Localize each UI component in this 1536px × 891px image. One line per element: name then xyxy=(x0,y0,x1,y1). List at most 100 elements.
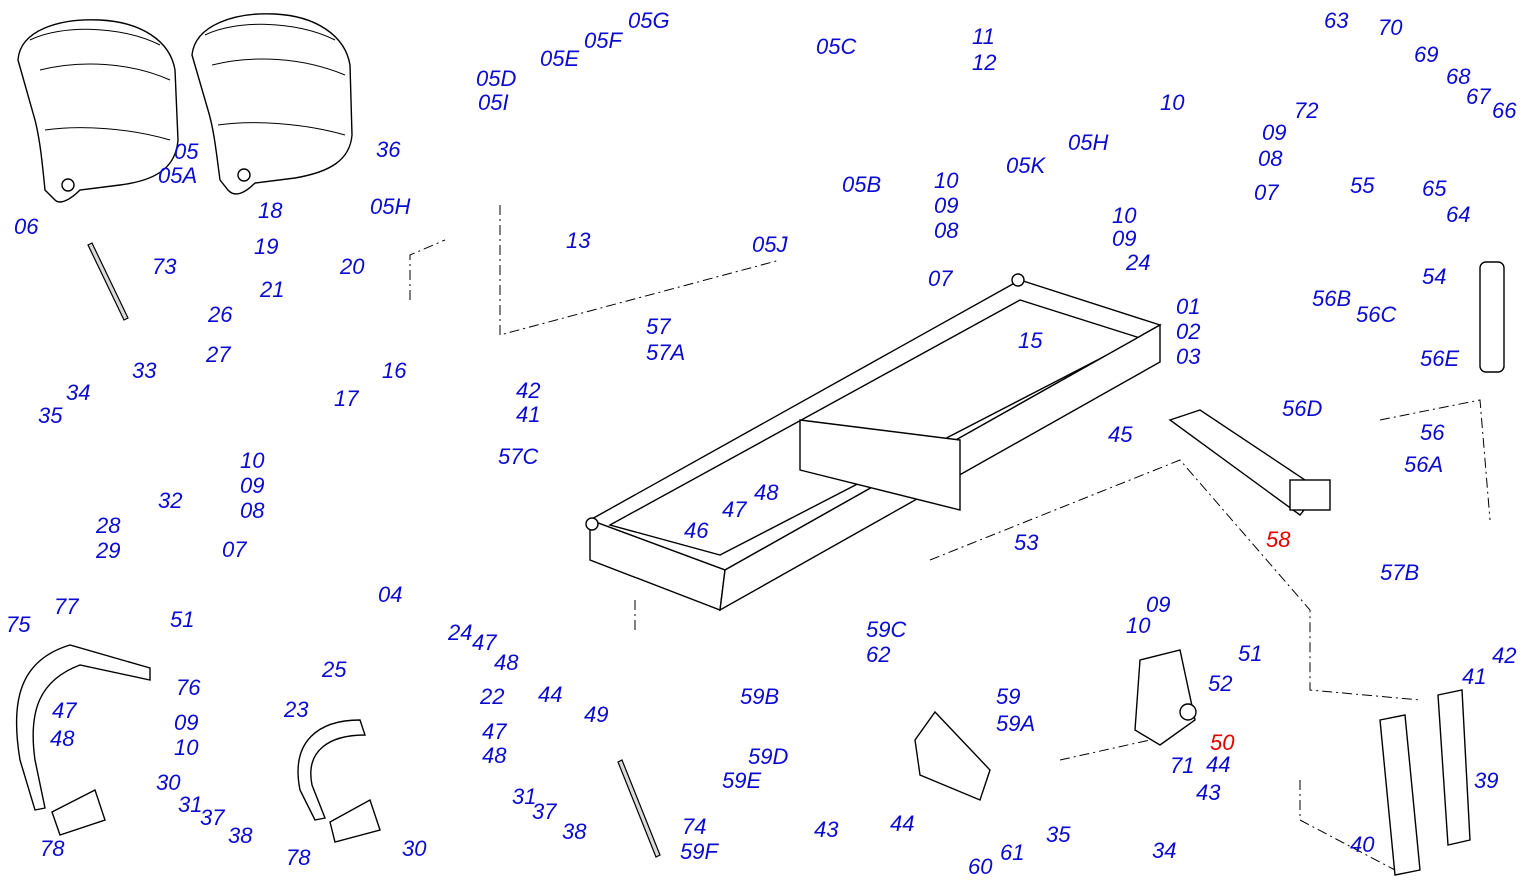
label-47-b: 47 xyxy=(52,698,77,723)
label-44-b: 44 xyxy=(890,811,915,836)
label-37-a: 37 xyxy=(200,805,225,830)
gearbox-50 xyxy=(1134,649,1197,746)
label-31-a: 31 xyxy=(178,792,203,817)
label-55: 55 xyxy=(1350,173,1375,198)
label-03: 03 xyxy=(1176,344,1201,369)
label-10-f: 10 xyxy=(174,735,199,760)
label-48-a: 48 xyxy=(754,480,779,505)
label-42-b: 42 xyxy=(1492,643,1517,668)
label-42-a: 42 xyxy=(516,378,541,403)
label-05H-left: 05H xyxy=(370,194,411,219)
label-54: 54 xyxy=(1422,264,1447,289)
label-60: 60 xyxy=(968,854,993,879)
label-09-b: 09 xyxy=(1262,120,1287,145)
label-52: 52 xyxy=(1208,671,1233,696)
label-10-e: 10 xyxy=(1126,613,1151,638)
label-26: 26 xyxy=(208,302,233,327)
label-51-b: 51 xyxy=(170,607,195,632)
label-05G: 05G xyxy=(628,8,670,33)
label-62: 62 xyxy=(866,642,891,667)
label-20: 20 xyxy=(340,254,365,279)
label-50: 50 xyxy=(1210,730,1235,755)
label-05E: 05E xyxy=(540,46,580,71)
label-10-d: 10 xyxy=(1112,203,1137,228)
label-35-a: 35 xyxy=(38,403,63,428)
plate-59 xyxy=(914,710,991,801)
label-29: 29 xyxy=(96,538,121,563)
label-37-b: 37 xyxy=(532,799,557,824)
label-66: 66 xyxy=(1492,98,1517,123)
label-07-b: 07 xyxy=(1254,180,1279,205)
label-44-a: 44 xyxy=(538,682,563,707)
label-56D: 56D xyxy=(1282,396,1323,421)
label-57C: 57C xyxy=(498,444,539,469)
label-04: 04 xyxy=(378,582,403,607)
label-56E: 56E xyxy=(1420,346,1460,371)
label-05A: 05A xyxy=(158,163,198,188)
label-08-b: 08 xyxy=(1258,146,1283,171)
label-38-a: 38 xyxy=(228,823,253,848)
label-48-c: 48 xyxy=(494,650,519,675)
label-05B: 05B xyxy=(842,172,882,197)
label-56C: 56C xyxy=(1356,302,1397,327)
label-61: 61 xyxy=(1000,840,1025,865)
label-06: 06 xyxy=(14,214,39,239)
label-16: 16 xyxy=(382,358,407,383)
label-01: 01 xyxy=(1176,294,1201,319)
post-54 xyxy=(1479,261,1505,373)
label-21: 21 xyxy=(260,277,285,302)
label-07-c: 07 xyxy=(222,537,247,562)
label-56B: 56B xyxy=(1312,286,1352,311)
label-65: 65 xyxy=(1422,176,1447,201)
label-05C: 05C xyxy=(816,34,857,59)
label-75: 75 xyxy=(6,612,31,637)
label-48-d: 48 xyxy=(482,743,507,768)
label-74: 74 xyxy=(682,814,707,839)
label-41-a: 41 xyxy=(516,402,541,427)
main-frame xyxy=(585,273,1162,612)
chain-73 xyxy=(87,242,129,321)
label-11: 11 xyxy=(972,24,995,49)
label-67: 67 xyxy=(1466,84,1491,109)
label-59B: 59B xyxy=(740,684,780,709)
label-30-b: 30 xyxy=(402,836,427,861)
tine-23 xyxy=(297,719,366,821)
label-47-a: 47 xyxy=(722,497,747,522)
label-51-a: 51 xyxy=(1238,641,1263,666)
label-05D: 05D xyxy=(476,66,517,91)
label-09-c: 09 xyxy=(240,473,265,498)
label-10-a: 10 xyxy=(934,168,959,193)
label-09-f: 09 xyxy=(174,710,199,735)
label-25: 25 xyxy=(322,657,347,682)
label-07-a: 07 xyxy=(928,266,953,291)
label-24-a: 24 xyxy=(1126,250,1151,275)
label-12: 12 xyxy=(972,50,997,75)
label-59E: 59E xyxy=(722,768,762,793)
label-09-a: 09 xyxy=(934,193,959,218)
label-63: 63 xyxy=(1324,8,1349,33)
label-78-b: 78 xyxy=(286,845,311,870)
label-64: 64 xyxy=(1446,202,1471,227)
label-43-a: 43 xyxy=(814,817,839,842)
label-17: 17 xyxy=(334,386,359,411)
label-57A: 57A xyxy=(646,340,686,365)
label-59D: 59D xyxy=(748,744,789,769)
label-36: 36 xyxy=(376,137,401,162)
label-48-b: 48 xyxy=(50,726,75,751)
seat-06 xyxy=(17,19,179,203)
label-24-b: 24 xyxy=(448,620,473,645)
seat-05 xyxy=(191,13,353,195)
label-35-b: 35 xyxy=(1046,822,1071,847)
label-40: 40 xyxy=(1350,832,1375,857)
label-59A: 59A xyxy=(996,711,1036,736)
label-49: 49 xyxy=(584,702,609,727)
pto-shaft-58 xyxy=(1168,409,1331,516)
label-30-a: 30 xyxy=(156,770,181,795)
label-34: 34 xyxy=(66,380,91,405)
point-78-b xyxy=(329,798,381,843)
label-15: 15 xyxy=(1018,328,1043,353)
label-05K: 05K xyxy=(1006,153,1046,178)
label-68: 68 xyxy=(1446,64,1471,89)
label-47-d: 47 xyxy=(482,719,507,744)
